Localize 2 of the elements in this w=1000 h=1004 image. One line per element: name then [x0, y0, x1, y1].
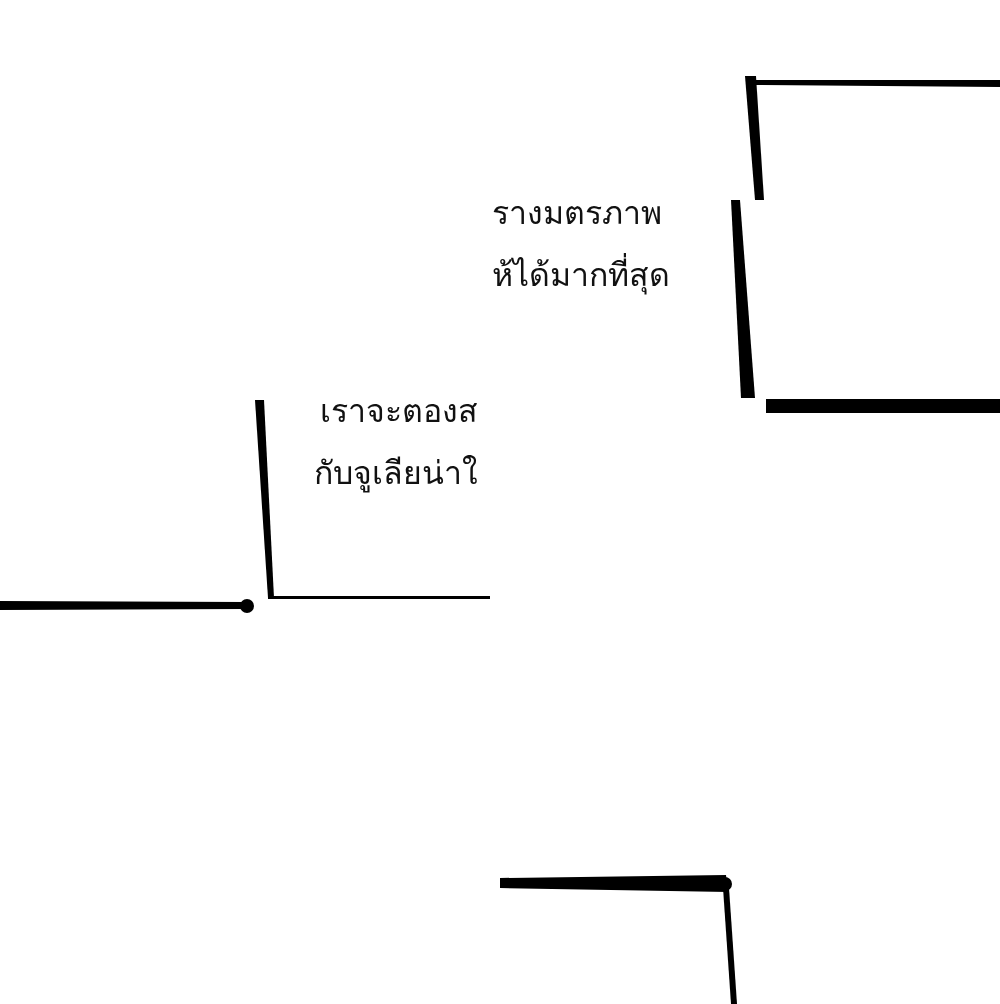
speech-text: รางมตรภาพ ห้ได้มากที่สุด [492, 193, 670, 297]
speech-text: เราจะตองส กับจูเลียน่าใ [314, 391, 478, 495]
